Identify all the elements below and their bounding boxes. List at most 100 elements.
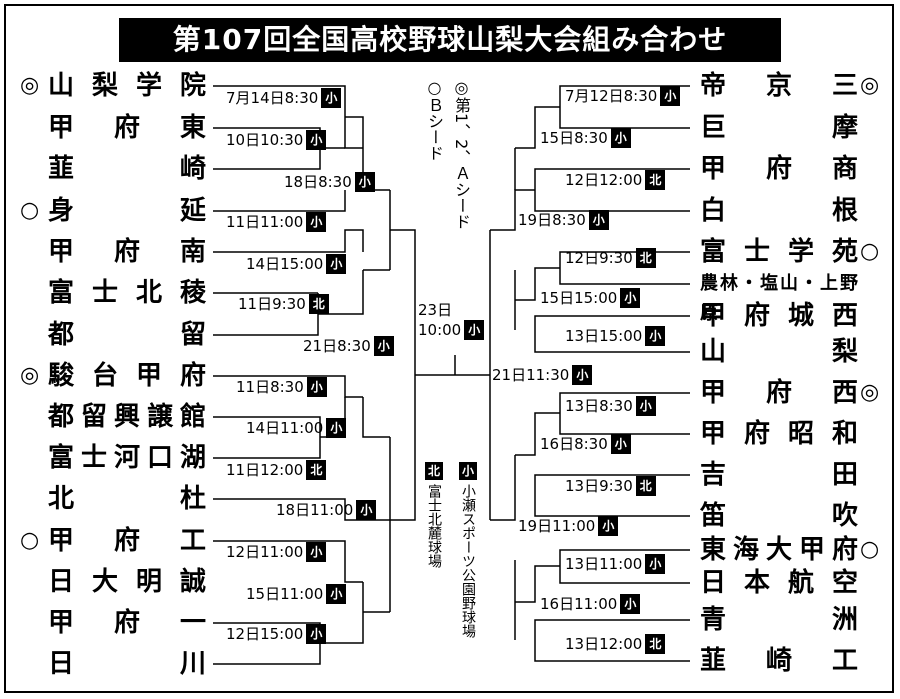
venue-badge: 小 [660,86,681,106]
venue-badge: 小 [373,336,394,356]
venue-badge: 小 [620,288,641,308]
right-team-5-seed-mark: ○ [860,239,880,264]
venue-badge: 小 [635,396,656,416]
left-team-10: 富士河口湖 [48,443,206,473]
game-time: 7月14日8:30 [226,89,319,107]
left-team-8: 駿台甲府 [48,361,206,391]
right-line-2 [515,106,560,149]
venue-badge: 小 [326,254,347,274]
left-line-14b [320,582,364,644]
game-time: 13日12:00 [565,635,643,653]
game-time: 11日12:00 [226,461,304,479]
game-time: 13日15:00 [565,327,643,345]
right-team-8: 山梨 [700,337,858,367]
game-time: 14日15:00 [246,255,324,273]
venue-badge: 北 [308,294,329,314]
venue-badge: 小 [610,128,631,148]
venue-badge: 小 [598,516,619,536]
game-time: 13日11:00 [565,555,643,573]
venue-badge: 小 [321,88,342,108]
game-time: 18日11:00 [276,501,354,519]
game-time: 11日9:30 [238,295,306,313]
game-time: 15日15:00 [540,289,618,307]
left-team-6: 富士北稜 [48,278,206,308]
legend-ko-name: 小瀬スポーツ公園野球場 [460,484,476,638]
right-line-7 [534,315,690,353]
game-time: 12日12:00 [565,171,643,189]
game-time: 16日11:00 [540,595,618,613]
venue-badge: 小 [306,130,327,150]
game-time: 11日11:00 [226,213,304,231]
venue-badge: 小 [306,377,327,397]
venue-badge: 小 [306,624,327,644]
left-team-2: 甲府東 [48,113,206,143]
legend-seed-b: ○Ｂシード [425,78,444,161]
venue-badge: 小 [306,212,327,232]
left-team-12-seed-mark: ○ [20,528,40,553]
right-team-11: 吉田 [700,460,858,490]
legend-kita-name: 富士北麓球場 [426,484,442,568]
right-team-1-seed-mark: ◎ [860,73,880,98]
left-team-4-seed-mark: ○ [20,198,40,223]
left-line-3 [345,116,390,191]
left-line-11 [362,397,390,438]
right-line-15 [534,619,690,662]
left-team-1-seed-mark: ◎ [20,73,40,98]
venue-badge: 北 [635,476,656,496]
venue-badge: 小 [645,326,666,346]
right-team-4: 白根 [700,196,858,226]
venue-badge: 小 [354,172,375,192]
game-time: 15日11:00 [246,585,324,603]
right-team-9: 甲府西 [700,378,858,408]
game-time: 19日8:30 [518,211,586,229]
legend-venue-kita: 北富士北麓球場 [425,462,443,568]
left-team-13: 日大明誠 [48,567,206,597]
left-team-7: 都留 [48,320,206,350]
right-line-10 [515,412,560,456]
right-team-6: 農林・塩山・上野原 [700,273,858,324]
game-time: 21日8:30 [303,337,371,355]
venue-badge: 小 [572,365,593,385]
venue-badge: 小 [645,554,666,574]
left-team-8-seed-mark: ◎ [20,363,40,388]
venue-badge: 小 [588,210,609,230]
game-time: 12日11:00 [226,543,304,561]
right-team-13: 東海大甲府 [700,535,858,565]
venue-badge: 北 [645,634,666,654]
right-team-2: 巨摩 [700,113,858,143]
left-team-15: 日川 [48,649,206,679]
left-line-8 [390,229,416,375]
left-line-4 [213,190,346,212]
game-time: 21日11:30 [492,366,570,384]
venue-badge: 小 [356,500,377,520]
page-title: 第107回全国高校野球山梨大会組み合わせ [119,18,781,62]
game-time: 12日9:30 [565,249,633,267]
left-line-5 [213,229,364,253]
game-time: 11日8:30 [236,378,304,396]
venue-badge: 北 [635,248,656,268]
right-line-14 [515,565,560,603]
left-team-4: 身延 [48,196,206,226]
venue-badge: 小 [326,584,347,604]
left-team-14: 甲府一 [48,608,206,638]
right-team-5: 富士学苑 [700,237,858,267]
venue-badge: 小 [326,418,347,438]
right-team-12: 笛吹 [700,501,858,531]
